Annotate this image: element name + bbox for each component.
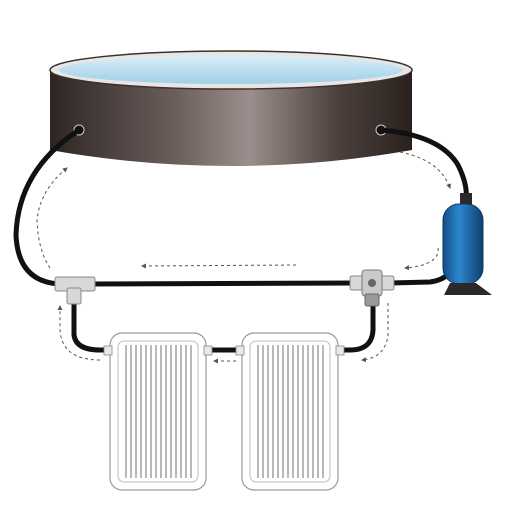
solar-panel-2 bbox=[235, 332, 345, 491]
pipe-tee-to-panel1 bbox=[71, 297, 113, 353]
pool-water bbox=[59, 56, 403, 84]
pool-wall bbox=[50, 72, 412, 166]
flow-arrow-main-return bbox=[141, 263, 297, 269]
tee-fitting bbox=[54, 276, 96, 305]
flow-arrow-valve-to-panel bbox=[361, 303, 389, 363]
pump-filter bbox=[442, 193, 492, 295]
solar-tubes bbox=[125, 345, 192, 478]
pipe-pool-to-pump bbox=[378, 127, 469, 203]
flow-arrow-pump-to-valve bbox=[404, 247, 439, 271]
valve-handle[interactable] bbox=[364, 293, 380, 307]
flow-arrow-to-pool bbox=[36, 167, 68, 269]
pipe-main-return bbox=[87, 280, 361, 287]
flow-arrow-panel-to-tee bbox=[57, 305, 101, 361]
filter-tank bbox=[442, 203, 484, 285]
pipe-valve-to-panel2 bbox=[337, 297, 376, 353]
flow-arrow-to-pump bbox=[399, 151, 452, 189]
pool bbox=[49, 50, 413, 166]
filter-base bbox=[444, 283, 492, 295]
solar-panel-1 bbox=[103, 332, 213, 491]
diverter-valve[interactable] bbox=[349, 269, 395, 307]
flow-arrows bbox=[36, 151, 452, 364]
pipe-tee-to-pool bbox=[13, 127, 82, 287]
solar-tubes bbox=[257, 345, 324, 478]
